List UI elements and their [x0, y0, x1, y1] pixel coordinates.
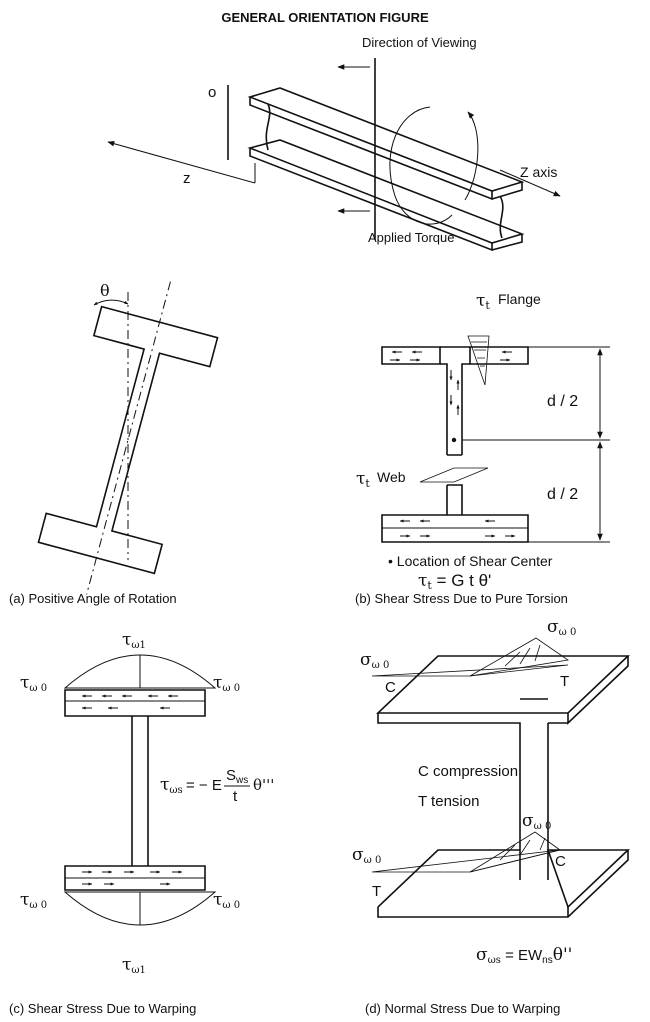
caption-c: (c) Shear Stress Due to Warping [9, 1001, 196, 1016]
i-section-outline [37, 305, 219, 575]
t-label-bottom: T [372, 883, 381, 900]
flange-stress-distribution [467, 335, 490, 386]
beam-bottom-flange-end [491, 234, 523, 251]
t-tension-label: T tension [418, 793, 479, 810]
top-flange-right [469, 346, 529, 365]
svg-text:τωs: τωs [160, 775, 183, 796]
tau-t-web-symbol: τt [356, 469, 370, 490]
top-shear-parabola [63, 654, 217, 689]
sigma-bottom-right: σω 0 [522, 811, 551, 832]
applied-torque-label: Applied Torque [368, 230, 455, 245]
panel-d-warping-normal: σω 0 σω 0 C T C compression T tension σω… [352, 617, 631, 1016]
panel-a-rotated-section: θ (a) Positive Angle of Rotation [9, 281, 219, 606]
warping-bottom-flange [64, 865, 206, 891]
flange-shear-arrows [390, 350, 516, 538]
normal-stress-formula: σωs = EWnsθ'' [476, 945, 572, 966]
bottom-shear-parabola [63, 891, 217, 926]
figure-title: GENERAL ORIENTATION FIGURE [221, 10, 429, 25]
c-compression-label: C compression [418, 763, 518, 780]
bottom-stress-right [469, 831, 561, 873]
sigma-top-left: σω 0 [360, 650, 389, 671]
sigma-top-right: σω 0 [547, 617, 576, 638]
svg-text:Sws: Sws [226, 767, 248, 786]
tau-omega1-bottom: τω1 [122, 955, 146, 976]
svg-text:θ''': θ''' [253, 776, 274, 794]
top-stress-right [469, 637, 570, 677]
caption-b: (b) Shear Stress Due to Pure Torsion [355, 591, 568, 606]
panel-b-pure-torsion: d / 2 d / 2 τt Flange τt Web • Location … [355, 291, 610, 606]
beam-top-flange-end [491, 182, 523, 200]
beam-web-end [499, 195, 504, 239]
warping-shear-arrows [81, 694, 183, 886]
z-distance-arrow [107, 140, 256, 184]
beam-bottom-flange [247, 139, 525, 244]
origin-label: o [208, 84, 216, 101]
orientation-figure: o z Direction of Viewing Applied Torque … [107, 35, 561, 252]
direction-of-viewing-label: Direction of Viewing [362, 35, 477, 50]
svg-text:t: t [233, 788, 238, 805]
flange-stress-hatch [471, 341, 487, 367]
c-label-top: C [385, 679, 396, 696]
rotated-i-section [37, 281, 219, 595]
normal-bottom-flange [377, 849, 631, 909]
beam-bottom-flange-edge [249, 148, 493, 252]
tau-omega0-bottom-left: τω 0 [20, 890, 47, 911]
normal-bottom-flange-edge [377, 850, 629, 918]
rotated-centerline [86, 281, 171, 595]
tau-omega0-bottom-right: τω 0 [213, 890, 240, 911]
pure-torsion-formula: τt = G t θ' [418, 571, 491, 592]
t-label-top: T [560, 673, 569, 690]
top-stress-left [371, 664, 569, 677]
z-label: z [183, 170, 191, 187]
warping-web [131, 716, 149, 866]
web-stress-distribution [419, 467, 489, 483]
bottom-stress-left [371, 849, 561, 873]
theta-arc [93, 299, 129, 306]
web-label: Web [377, 469, 406, 485]
theta-label: θ [100, 281, 110, 300]
svg-text:= − E: = − E [186, 777, 222, 794]
top-flange-left [381, 346, 441, 365]
tau-t-flange-symbol: τt [476, 291, 490, 312]
tau-omega1-top: τω1 [122, 630, 146, 651]
beam-top-flange-edge [249, 97, 493, 201]
c-label-bottom: C [555, 853, 566, 870]
web-lower [446, 454, 463, 515]
z-axis-label: Z axis [520, 164, 557, 180]
beam-web-break [265, 103, 271, 151]
warping-shear-formula: τωs = − E Sws t θ''' [160, 767, 274, 805]
flange-label: Flange [498, 291, 541, 307]
shear-center-note: • Location of Shear Center [388, 553, 553, 569]
d-half-top: d / 2 [547, 393, 578, 410]
applied-torque-arrow [389, 107, 479, 225]
sigma-bottom-left: σω 0 [352, 845, 381, 866]
caption-a: (a) Positive Angle of Rotation [9, 591, 177, 606]
normal-web [500, 722, 568, 880]
normal-top-flange-edge [377, 656, 629, 725]
panel-c-warping-shear: τω1 τω1 τω 0 τω 0 τω 0 τω 0 τωs = − E Sw… [9, 630, 274, 1016]
web-upper [440, 346, 470, 455]
normal-top-flange [375, 655, 631, 714]
beam-top-flange [247, 87, 525, 192]
warping-top-flange [64, 689, 206, 717]
top-stress-hatch [504, 644, 541, 667]
d-half-bottom: d / 2 [547, 486, 578, 503]
shear-center-dot [451, 437, 457, 443]
tau-omega0-top-right: τω 0 [213, 673, 240, 694]
bottom-stress-hatch [499, 837, 546, 861]
caption-d: (d) Normal Stress Due to Warping [365, 1001, 560, 1016]
tau-omega0-top-left: τω 0 [20, 673, 47, 694]
z-axis-arrow [499, 169, 561, 197]
